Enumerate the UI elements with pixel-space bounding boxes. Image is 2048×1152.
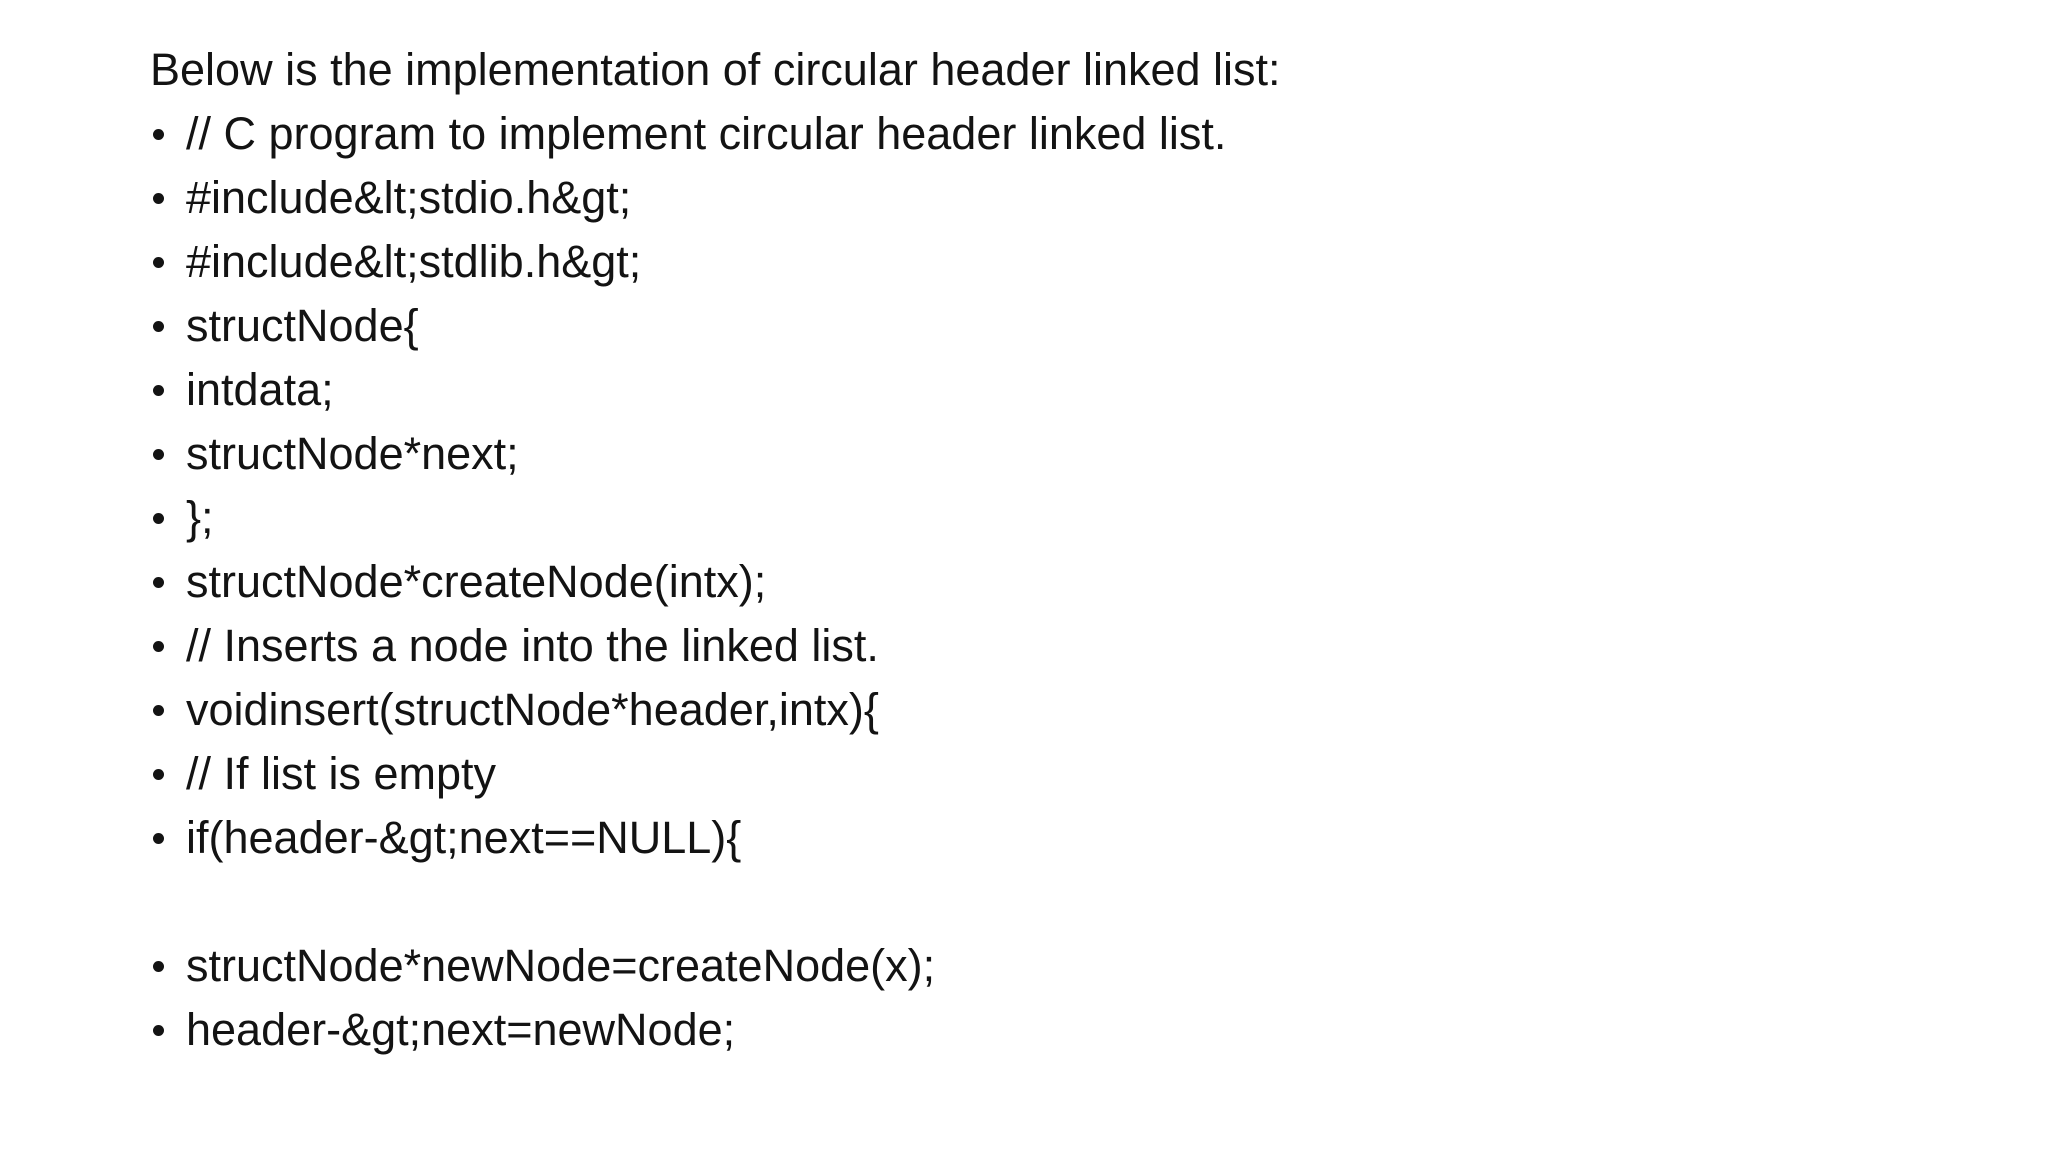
list-item: #include&lt;stdlib.h&gt; [150, 230, 2008, 294]
list-item: // C program to implement circular heade… [150, 102, 2008, 166]
list-item-text: if(header-&gt;next==NULL){ [186, 812, 742, 863]
bullet-icon [153, 257, 164, 268]
list-item: structNode*createNode(intx); [150, 550, 2008, 614]
list-item-text: header-&gt;next=newNode; [186, 1004, 736, 1055]
list-item-text: }; [186, 492, 214, 543]
list-item: structNode*newNode=createNode(x); [150, 934, 2008, 998]
bullet-icon [153, 129, 164, 140]
list-item-text: structNode*newNode=createNode(x); [186, 940, 936, 991]
list-item-text: #include&lt;stdio.h&gt; [186, 172, 632, 223]
list-item: intdata; [150, 358, 2008, 422]
bullet-icon [153, 449, 164, 460]
bullet-icon [153, 513, 164, 524]
bullet-icon [153, 833, 164, 844]
bullet-list: // C program to implement circular heade… [150, 102, 2008, 870]
list-item-text: // Inserts a node into the linked list. [186, 620, 879, 671]
bullet-icon [153, 1025, 164, 1036]
list-item-text: structNode*createNode(intx); [186, 556, 767, 607]
list-item: #include&lt;stdio.h&gt; [150, 166, 2008, 230]
bullet-icon [153, 705, 164, 716]
list-item-text: // If list is empty [186, 748, 497, 799]
list-item: // Inserts a node into the linked list. [150, 614, 2008, 678]
bullet-icon [153, 769, 164, 780]
bullet-icon [153, 961, 164, 972]
list-item: structNode{ [150, 294, 2008, 358]
list-item: if(header-&gt;next==NULL){ [150, 806, 2008, 870]
bullet-list: structNode*newNode=createNode(x); header… [150, 934, 2008, 1062]
bullet-icon [153, 385, 164, 396]
list-item: structNode*next; [150, 422, 2008, 486]
bullet-icon [153, 193, 164, 204]
list-item-text: // C program to implement circular heade… [186, 108, 1227, 159]
bullet-icon [153, 577, 164, 588]
list-item: }; [150, 486, 2008, 550]
list-item-text: #include&lt;stdlib.h&gt; [186, 236, 642, 287]
blank-line [150, 870, 2008, 934]
list-item: header-&gt;next=newNode; [150, 998, 2008, 1062]
slide-content: Below is the implementation of circular … [150, 44, 2008, 1062]
list-item-text: structNode{ [186, 300, 419, 351]
page-title: Below is the implementation of circular … [150, 44, 1281, 95]
list-item: voidinsert(structNode*header,intx){ [150, 678, 2008, 742]
list-item-text: structNode*next; [186, 428, 519, 479]
list-item: // If list is empty [150, 742, 2008, 806]
list-item-text: voidinsert(structNode*header,intx){ [186, 684, 879, 735]
list-item-text: intdata; [186, 364, 334, 415]
bullet-icon [153, 321, 164, 332]
bullet-icon [153, 641, 164, 652]
